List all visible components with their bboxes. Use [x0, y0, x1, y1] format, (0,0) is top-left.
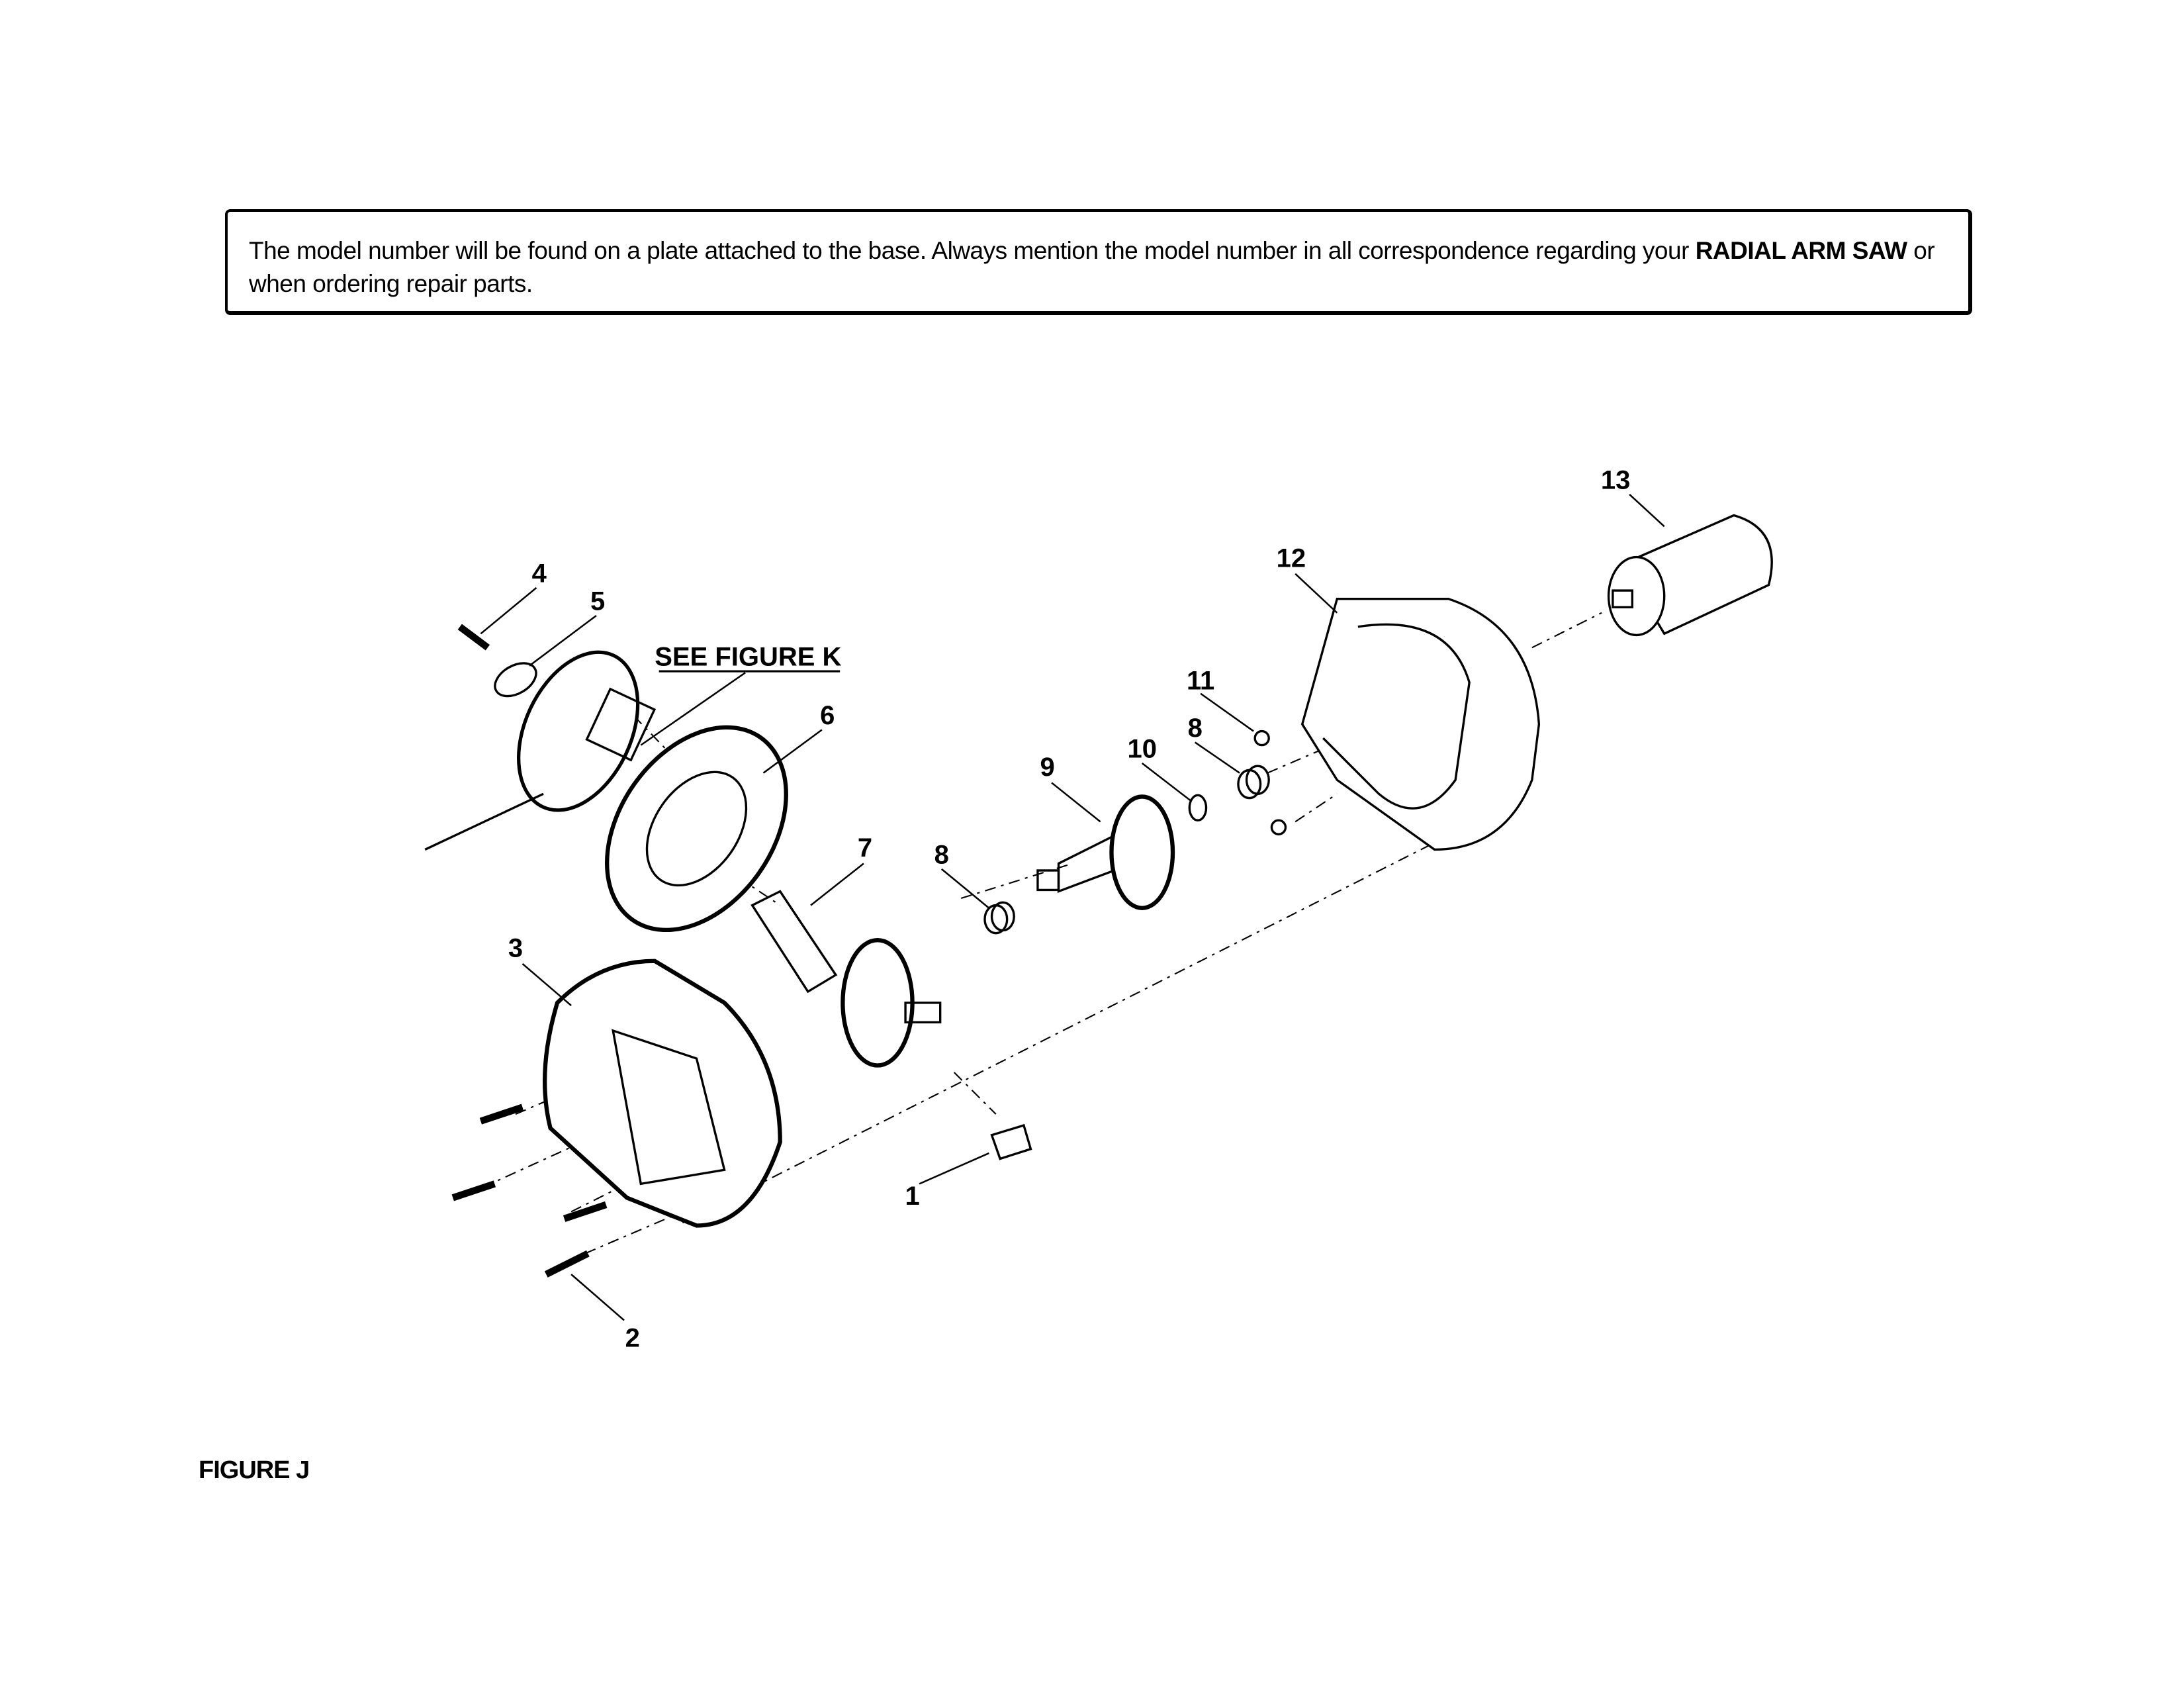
- part-10-washer: [1188, 794, 1208, 821]
- callout-4: 4: [532, 559, 547, 588]
- callout-3: 3: [508, 933, 523, 962]
- part-2-screws: [451, 1103, 608, 1278]
- callout-10: 10: [1128, 735, 1157, 764]
- part-8-bushing-right: [1237, 765, 1270, 800]
- leader-lines: [480, 493, 1665, 1321]
- part-13-motor: [1607, 514, 1773, 637]
- callout-12: 12: [1277, 543, 1306, 573]
- figure-label: FIGURE J: [199, 1456, 310, 1484]
- model-number-notice: The model number will be found on a plat…: [225, 209, 1972, 315]
- callout-5: 5: [590, 587, 605, 616]
- part-11-screws: [1253, 729, 1287, 835]
- callout-11: 11: [1187, 666, 1214, 695]
- callout-6: 6: [820, 701, 835, 730]
- callout-8-left: 8: [934, 840, 949, 869]
- callout-7: 7: [858, 833, 872, 863]
- part-8-bushing-left: [983, 901, 1015, 935]
- callout-8-right: 8: [1188, 714, 1203, 743]
- callout-13: 13: [1601, 465, 1630, 494]
- part-3-gear-case: [543, 959, 782, 1228]
- part-1-bushing: [990, 1123, 1032, 1160]
- part-9-worm-gear: [1036, 794, 1175, 910]
- see-figure-k-link[interactable]: SEE FIGURE K: [655, 643, 841, 672]
- callout-1: 1: [905, 1182, 919, 1211]
- part-4-screw: [457, 624, 490, 651]
- callout-9: 9: [1040, 753, 1055, 782]
- part-12-housing: [1300, 598, 1541, 851]
- part-6-cover: [605, 725, 788, 933]
- notice-text: The model number will be found on a plat…: [249, 237, 1696, 264]
- blade-guard-assembly: [424, 650, 657, 851]
- part-5-washer: [494, 662, 537, 698]
- notice-product-name: RADIAL ARM SAW: [1695, 237, 1907, 264]
- part-7-shaft-gear: [751, 890, 942, 1068]
- callout-2: 2: [625, 1324, 640, 1353]
- notice-text-end: or when ordering repair parts.: [249, 237, 1935, 297]
